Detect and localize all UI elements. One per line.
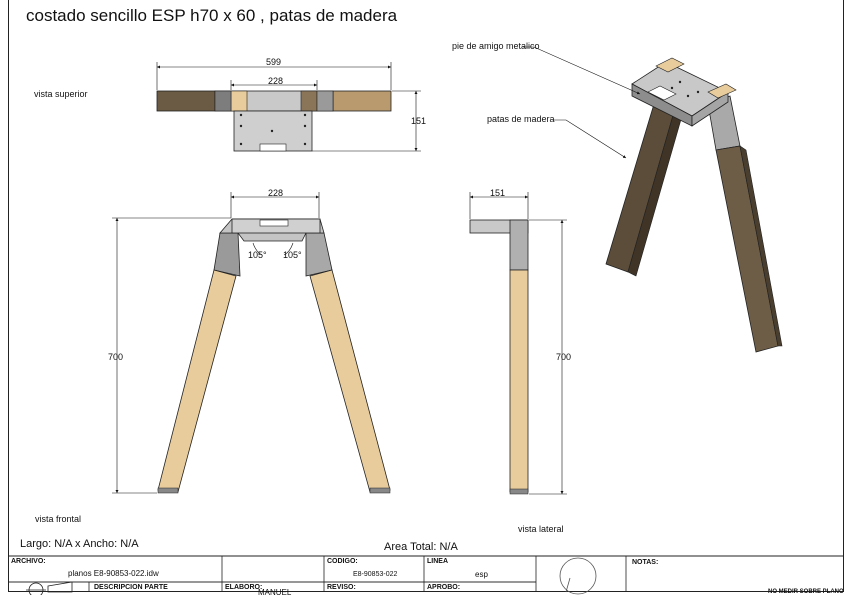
dim-front-height: 700 <box>108 352 124 362</box>
notas-label: NOTAS: <box>632 559 659 566</box>
dim-front-width: 228 <box>268 188 284 198</box>
no-medir-note: NO MEDIR SOBRE PLANO <box>768 589 844 595</box>
front-view-label: vista frontal <box>35 514 82 524</box>
linea-label: LINEA <box>427 558 448 565</box>
reviso-label: REVISO: <box>327 584 356 591</box>
archivo-label: ARCHIVO: <box>11 558 46 565</box>
top-view-label: vista superior <box>34 89 88 99</box>
legs-callout: patas de madera <box>487 114 555 124</box>
dim-front-angle-right: 105° <box>283 250 302 260</box>
dim-top-depth: 151 <box>411 116 427 126</box>
aprobo-label: APROBO: <box>427 584 461 591</box>
dim-top-inner: 228 <box>268 76 284 86</box>
side-view-label: vista lateral <box>518 524 564 534</box>
size-info: Largo: N/A x Ancho: N/A <box>20 538 139 550</box>
codigo-value: E8-90853-022 <box>353 571 398 578</box>
codigo-label: CODIGO: <box>327 558 358 565</box>
title-block: ARCHIVO: planos E8-90853-022.idw DESCRIP… <box>8 556 844 597</box>
dim-front-angle-left: 105° <box>248 250 267 260</box>
top-view <box>156 62 421 152</box>
elaboro-value: MANUEL <box>258 588 292 597</box>
title-block-lines <box>8 555 844 595</box>
iso-view <box>523 46 783 353</box>
side-view <box>469 192 567 495</box>
dim-top-width: 599 <box>266 57 282 67</box>
dim-side-height: 700 <box>556 352 572 362</box>
drawing-frame <box>8 0 844 592</box>
archivo-value: planos E8-90853-022.idw <box>68 569 159 578</box>
dim-side-width: 151 <box>490 188 506 198</box>
drawing-title: costado sencillo ESP h70 x 60 , patas de… <box>26 6 398 25</box>
elaboro-label: ELABORO: <box>225 584 263 591</box>
bracket-callout: pie de amigo metalico <box>452 41 540 51</box>
front-view <box>112 192 391 494</box>
descripcion-label: DESCRIPCION PARTE <box>94 584 168 591</box>
linea-value: esp <box>475 570 488 579</box>
area-info: Area Total: N/A <box>384 541 458 553</box>
